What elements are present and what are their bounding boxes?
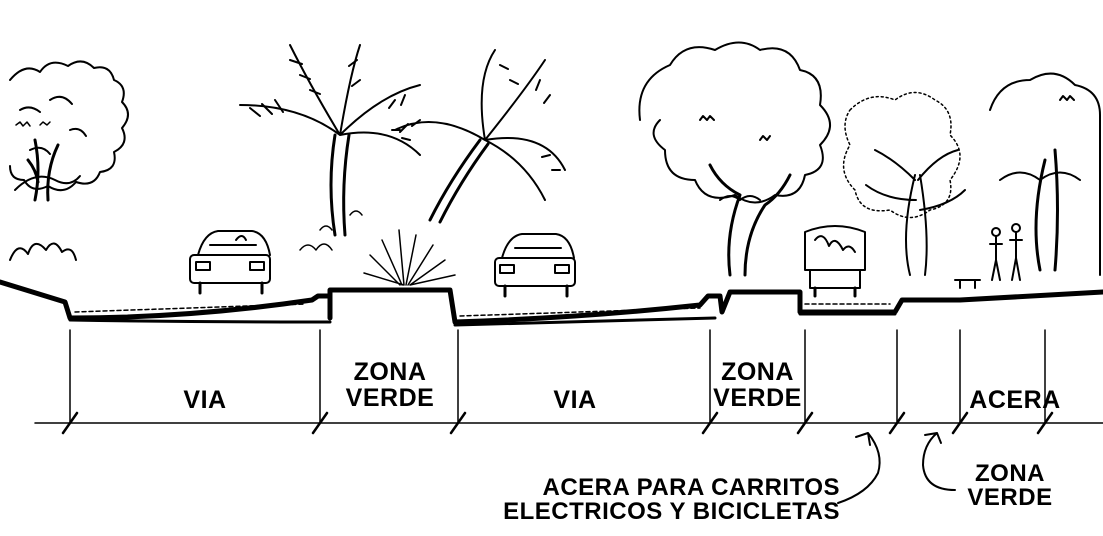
label-via-center: VIA <box>553 386 597 414</box>
tree-icon <box>638 41 1101 277</box>
tree-icon <box>9 60 129 261</box>
label-acera: ACERA <box>969 386 1061 414</box>
shrub-icon <box>299 210 456 286</box>
dimension-lines <box>34 329 1103 435</box>
label-acera-carritos: ACERA PARA CARRITOS ELECTRICOS Y BICICLE… <box>503 474 840 526</box>
car-icon <box>189 230 271 295</box>
palm-icon <box>239 44 566 237</box>
label-via-left: VIA <box>183 386 227 414</box>
pedestrian-icon <box>989 223 1023 281</box>
pointer-arrow <box>837 432 881 504</box>
car-icon <box>494 233 576 298</box>
ground-profile <box>0 279 1103 325</box>
label-zona-verde-3: ZONA VERDE <box>967 460 1053 512</box>
label-zona-verde-1: ZONA VERDE <box>345 358 435 412</box>
electric-cart-icon <box>804 225 866 298</box>
label-zona-verde-2: ZONA VERDE <box>713 358 802 412</box>
pointer-arrow <box>922 432 956 491</box>
